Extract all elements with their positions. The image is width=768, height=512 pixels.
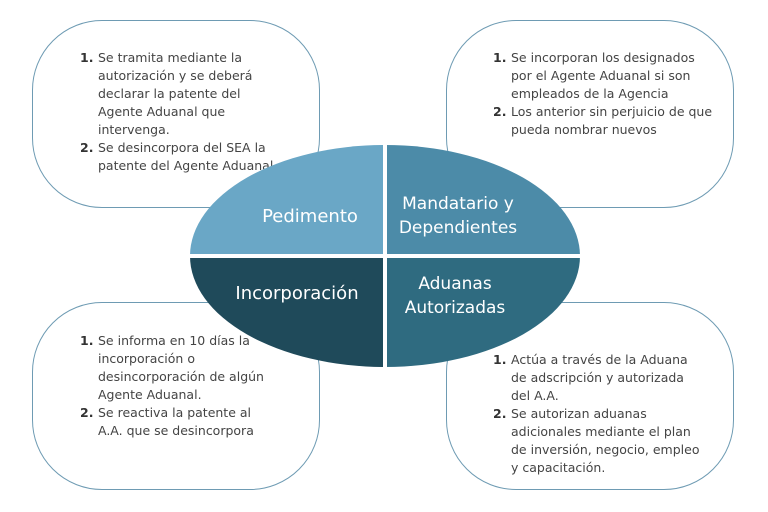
item-number: 2. <box>493 104 507 119</box>
list-bottom-right: 1. Actúa a través de la Aduana de adscrip… <box>493 351 703 477</box>
item-text: Se tramita mediante la autorización y se… <box>98 50 253 137</box>
box-aduanas <box>446 302 734 490</box>
item-text: Se reactiva la patente al A.A. que se de… <box>98 405 254 438</box>
list-top-right: 1. Se incorporan los designados por el Ag… <box>493 49 713 139</box>
box-mandatario <box>446 20 734 208</box>
item-text: Los anterior sin perjuicio de que pueda … <box>511 104 713 137</box>
item-text: Se desincorpora del SEA la patente del A… <box>98 140 274 173</box>
item-number: 1. <box>493 50 507 65</box>
list-item: 2. Los anterior sin perjuicio de que pued… <box>493 103 713 139</box>
item-number: 1. <box>493 352 507 367</box>
item-text: Actúa a través de la Aduana de adscripci… <box>511 352 688 403</box>
list-item: 2. Se autorizan aduanas adicionales media… <box>493 405 703 477</box>
list-bottom-left: 1. Se informa en 10 días la incorporación… <box>80 332 270 440</box>
label-line: Dependientes <box>398 218 518 238</box>
label-mandatario: Mandatario y Dependientes <box>388 192 528 240</box>
label-line: Autorizadas <box>404 298 506 318</box>
list-item: 1. Actúa a través de la Aduana de adscrip… <box>493 351 703 405</box>
label-incorporacion: Incorporación <box>235 283 359 304</box>
box-pedimento <box>32 20 320 208</box>
item-text: Se incorporan los designados por el Agen… <box>511 50 695 101</box>
box-incorporacion <box>32 302 320 490</box>
label-line: Aduanas <box>418 274 492 294</box>
quadrant-incorporacion <box>190 256 385 367</box>
list-item: 1. Se tramita mediante la autorización y … <box>80 49 280 139</box>
list-item: 2. Se desincorpora del SEA la patente del… <box>80 139 280 175</box>
quadrant-pedimento <box>190 145 385 256</box>
list-item: 1. Se informa en 10 días la incorporación… <box>80 332 270 404</box>
label-line: Mandatario y <box>402 194 514 214</box>
list-item: 2. Se reactiva la patente al A.A. que se … <box>80 404 270 440</box>
item-number: 2. <box>80 405 94 420</box>
list-top-left: 1. Se tramita mediante la autorización y … <box>80 49 280 175</box>
label-pedimento: Pedimento <box>262 206 358 227</box>
item-text: Se informa en 10 días la incorporación o… <box>98 333 264 402</box>
item-number: 2. <box>80 140 94 155</box>
item-number: 2. <box>493 406 507 421</box>
list-item: 1. Se incorporan los designados por el Ag… <box>493 49 713 103</box>
item-number: 1. <box>80 333 94 348</box>
item-number: 1. <box>80 50 94 65</box>
item-text: Se autorizan aduanas adicionales mediant… <box>511 406 700 475</box>
